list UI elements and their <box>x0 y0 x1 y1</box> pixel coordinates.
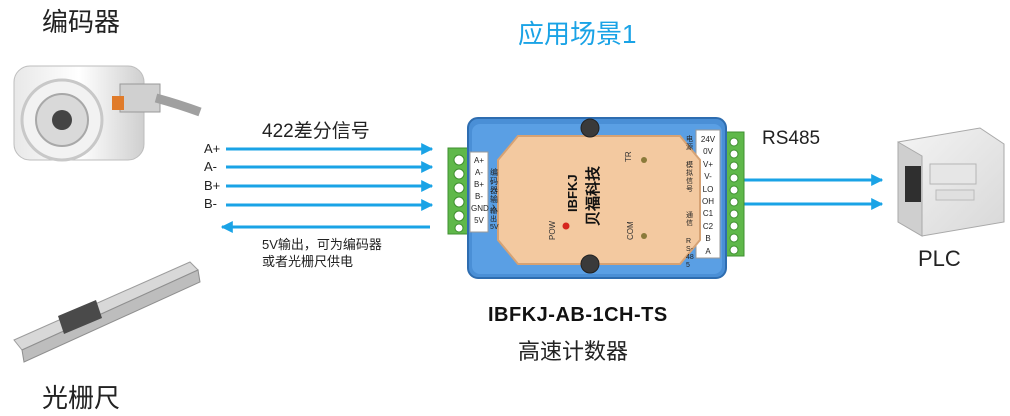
right-group-analog: 模拟信号 <box>686 162 693 193</box>
linear-scale-image <box>13 261 201 363</box>
terminal-oh: OH <box>702 197 714 207</box>
rs485-label: RS485 <box>762 128 821 149</box>
led-tr-label: TR <box>624 151 633 162</box>
plc-label: PLC <box>918 246 961 271</box>
signal-a-plus: A+ <box>204 141 221 156</box>
power-note: 5V输出，可为编码器 或者光栅尺供电 <box>262 236 382 270</box>
terminal-b-plus: B+ <box>473 180 484 189</box>
terminal-b: B <box>705 234 711 244</box>
terminal-v-plus: V+ <box>702 159 713 169</box>
encoder-image <box>13 65 202 162</box>
device-name: 高速计数器 <box>518 339 629 364</box>
signal-label: 422差分信号 <box>262 121 370 142</box>
power-note-line2: 或者光栅尺供电 <box>262 254 354 269</box>
terminal-a: A <box>705 246 711 256</box>
scale-label: 光栅尺 <box>42 383 121 413</box>
terminal-b-minus: B- <box>475 192 483 201</box>
power-note-line1: 5V输出，可为编码器 <box>262 237 382 252</box>
device-left-terminal-labels: A+ A- B+ B- GND 5V <box>471 155 489 227</box>
left-group-label: 编码器输入 <box>490 168 498 213</box>
terminal-a-plus: A+ <box>473 156 484 165</box>
signal-b-minus: B- <box>204 196 217 211</box>
left-group-label-2: 输出5V <box>490 208 499 231</box>
terminal-24v: 24V <box>700 135 716 144</box>
encoder-label: 编码器 <box>42 7 121 37</box>
terminal-5v: 5V <box>474 216 484 225</box>
device-brand-cn: 贝福科技 <box>585 165 602 226</box>
terminal-c1: C1 <box>702 209 714 219</box>
plc-image <box>897 127 1005 237</box>
device-brand: IBFKJ <box>565 174 580 212</box>
terminal-c2: C2 <box>702 221 714 231</box>
terminal-v-minus: V- <box>704 172 712 182</box>
counter-device <box>447 117 745 279</box>
terminal-0v: 0V <box>703 147 713 157</box>
right-group-comm: 通信 <box>686 212 693 227</box>
terminal-a-minus: A- <box>475 168 483 177</box>
led-com-label: COM <box>626 221 635 240</box>
right-group-power: 电源 <box>686 136 693 151</box>
device-right-terminal-labels: 24V 0V V+ V- LO OH C1 C2 B A <box>697 134 719 258</box>
led-pow-label: POW <box>548 220 557 240</box>
page-title: 应用场景1 <box>518 19 637 49</box>
device-model: IBFKJ-AB-1CH-TS <box>488 304 668 326</box>
right-group-labels: 电源 模拟信号 通信 RS-485 <box>686 136 695 269</box>
terminal-lo: LO <box>702 184 714 194</box>
terminal-gnd: GND <box>471 204 489 213</box>
signal-a-minus: A- <box>204 159 217 174</box>
right-group-rs485: RS-485 <box>686 238 694 269</box>
signal-b-plus: B+ <box>204 178 221 193</box>
